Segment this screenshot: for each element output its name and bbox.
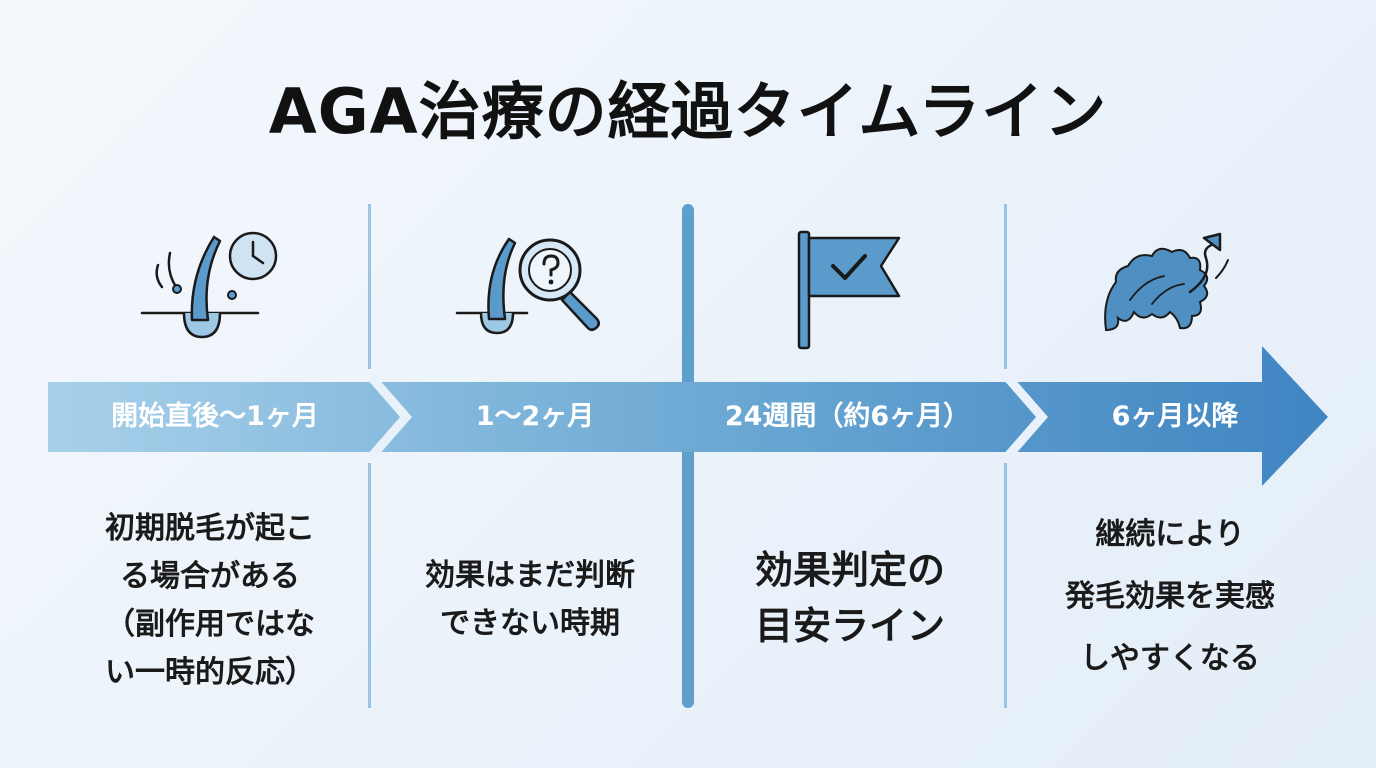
timeline-arrow [48, 346, 1328, 486]
milestone-divider [682, 204, 694, 708]
hair-follicle-magnifier-icon [455, 237, 600, 335]
stage-divider [1004, 204, 1007, 369]
stage-description-3: 効果判定の 目安ライン [754, 548, 945, 648]
stage-label-1: 開始直後〜1ヶ月 [111, 401, 319, 432]
stage-label-2: 1〜2ヶ月 [475, 401, 595, 432]
stage-label-3: 24週間（約6ヶ月） [724, 401, 971, 432]
check-flag-icon [797, 230, 901, 350]
stage-label-4: 6ヶ月以降 [1111, 401, 1239, 432]
stage-divider [1004, 463, 1007, 708]
page-title: AGA治療の経過タイムライン [268, 75, 1108, 148]
stage-description-4: 継続により 発毛効果を実感 しやすくなる [1065, 517, 1275, 676]
hair-growth-arrow-icon [1104, 232, 1229, 332]
stage-description-2: 効果はまだ判断 できない時期 [425, 558, 635, 641]
hair-follicle-clock-icon [140, 231, 278, 339]
stage-description-1: 初期脱毛が起こ る場合がある （副作用ではな い一時的反応） [105, 511, 315, 690]
stage-divider [368, 463, 371, 708]
stage-divider [368, 204, 371, 369]
